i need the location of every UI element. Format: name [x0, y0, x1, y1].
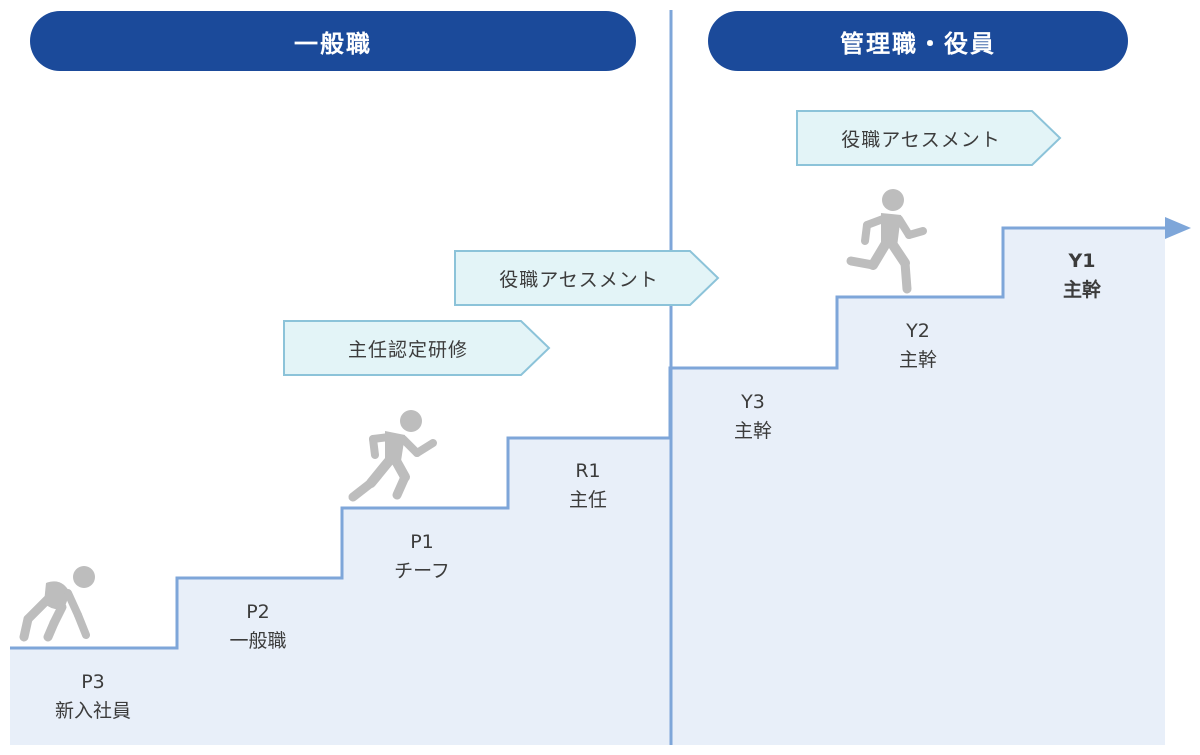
step-p1: P1 チーフ: [394, 528, 450, 586]
step-p3: P3 新入社員: [55, 668, 131, 726]
step-code: Y1: [1068, 250, 1096, 272]
running-person-icon: [846, 189, 927, 294]
step-title: 主幹: [1062, 279, 1102, 301]
step-r1: R1 主任: [569, 457, 607, 515]
step-y1: Y1 主幹: [1063, 247, 1101, 305]
general-staff-header: 一般職: [30, 11, 636, 71]
training-label: 主任認定研修: [347, 338, 468, 361]
step-code: P2: [246, 601, 270, 623]
management-header: 管理職・役員: [708, 11, 1128, 71]
training-milestone: 主任認定研修: [283, 320, 551, 376]
step-y3: Y3 主幹: [734, 388, 772, 446]
step-title: 主任: [568, 489, 608, 511]
step-code: P1: [410, 531, 434, 553]
assessment-label-2: 役職アセスメント: [841, 128, 1001, 151]
step-y2: Y2 主幹: [899, 317, 937, 375]
staircase-fill: [10, 228, 1165, 745]
step-code: R1: [575, 460, 601, 482]
assessment-label-1: 役職アセスメント: [499, 268, 659, 291]
step-p2: P2 一般職: [229, 598, 286, 656]
step-code: P3: [81, 671, 105, 693]
assessment-milestone-2: 役職アセスメント: [796, 110, 1062, 166]
step-title: 主幹: [898, 349, 938, 371]
staircase-outline: [10, 226, 1170, 650]
step-code: Y3: [741, 391, 765, 413]
running-person-icon: [348, 410, 437, 502]
assessment-milestone-1: 役職アセスメント: [454, 250, 720, 306]
step-title: 一般職: [229, 630, 287, 652]
step-title: 新入社員: [54, 700, 132, 722]
crouching-runner-icon: [19, 566, 95, 642]
staircase-arrowhead: [1165, 217, 1191, 239]
step-title: チーフ: [394, 560, 450, 582]
step-code: Y2: [906, 320, 930, 342]
step-title: 主幹: [733, 420, 773, 442]
